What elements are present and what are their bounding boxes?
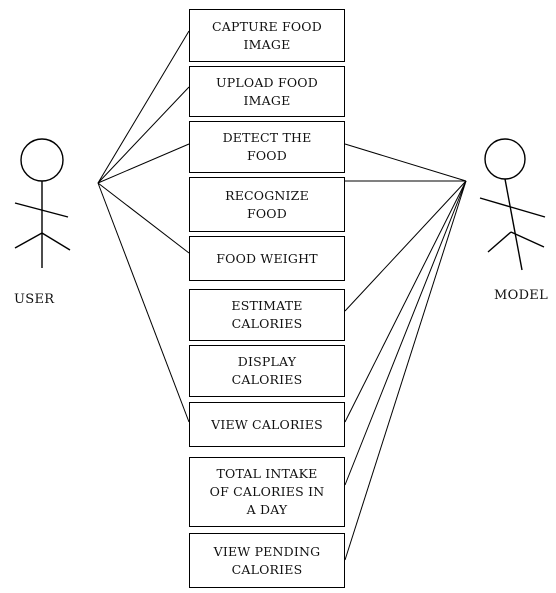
usecase-detect-the-food: DETECT THE FOOD bbox=[189, 121, 345, 173]
association-line bbox=[344, 180, 467, 561]
usecase-label: DISPLAY CALORIES bbox=[231, 354, 303, 387]
usecase-label: TOTAL INTAKE OF CALORIES IN A DAY bbox=[209, 466, 325, 517]
usecase-label: VIEW CALORIES bbox=[211, 416, 323, 432]
association-line bbox=[344, 143, 467, 182]
usecase-capture-food-image: CAPTURE FOOD IMAGE bbox=[189, 9, 345, 62]
usecase-estimate-calories: ESTIMATE CALORIES bbox=[189, 289, 345, 341]
usecase-label: VIEW PENDING CALORIES bbox=[213, 543, 321, 577]
usecase-view-pending-calories: VIEW PENDING CALORIES bbox=[189, 533, 345, 588]
user-associations bbox=[97, 30, 190, 423]
usecase-label: UPLOAD FOOD IMAGE bbox=[216, 74, 318, 108]
user-actor-icon bbox=[14, 138, 71, 268]
usecase-total-intake: TOTAL INTAKE OF CALORIES IN A DAY bbox=[189, 457, 345, 527]
association-line bbox=[97, 86, 190, 184]
usecase-view-calories: VIEW CALORIES bbox=[189, 402, 345, 447]
usecase-label: CAPTURE FOOD IMAGE bbox=[212, 18, 322, 52]
model-actor-label: MODEL bbox=[494, 288, 549, 303]
association-line bbox=[97, 182, 190, 254]
model-associations bbox=[344, 143, 467, 561]
association-line bbox=[97, 143, 190, 184]
usecase-label: RECOGNIZE FOOD bbox=[225, 187, 309, 221]
usecase-food-weight: FOOD WEIGHT bbox=[189, 236, 345, 281]
model-actor-icon bbox=[479, 138, 546, 271]
association-line bbox=[344, 180, 467, 423]
usecase-upload-food-image: UPLOAD FOOD IMAGE bbox=[189, 66, 345, 117]
association-line bbox=[97, 182, 190, 423]
association-line bbox=[344, 180, 467, 312]
usecase-display-calories: DISPLAY CALORIES bbox=[189, 345, 345, 397]
association-line bbox=[97, 30, 190, 184]
usecase-label: FOOD WEIGHT bbox=[216, 250, 318, 266]
association-line bbox=[344, 180, 467, 486]
user-actor-label: USER bbox=[14, 292, 55, 307]
usecase-label: ESTIMATE CALORIES bbox=[231, 298, 303, 331]
usecase-recognize-food: RECOGNIZE FOOD bbox=[189, 177, 345, 232]
usecase-label: DETECT THE FOOD bbox=[222, 130, 312, 163]
